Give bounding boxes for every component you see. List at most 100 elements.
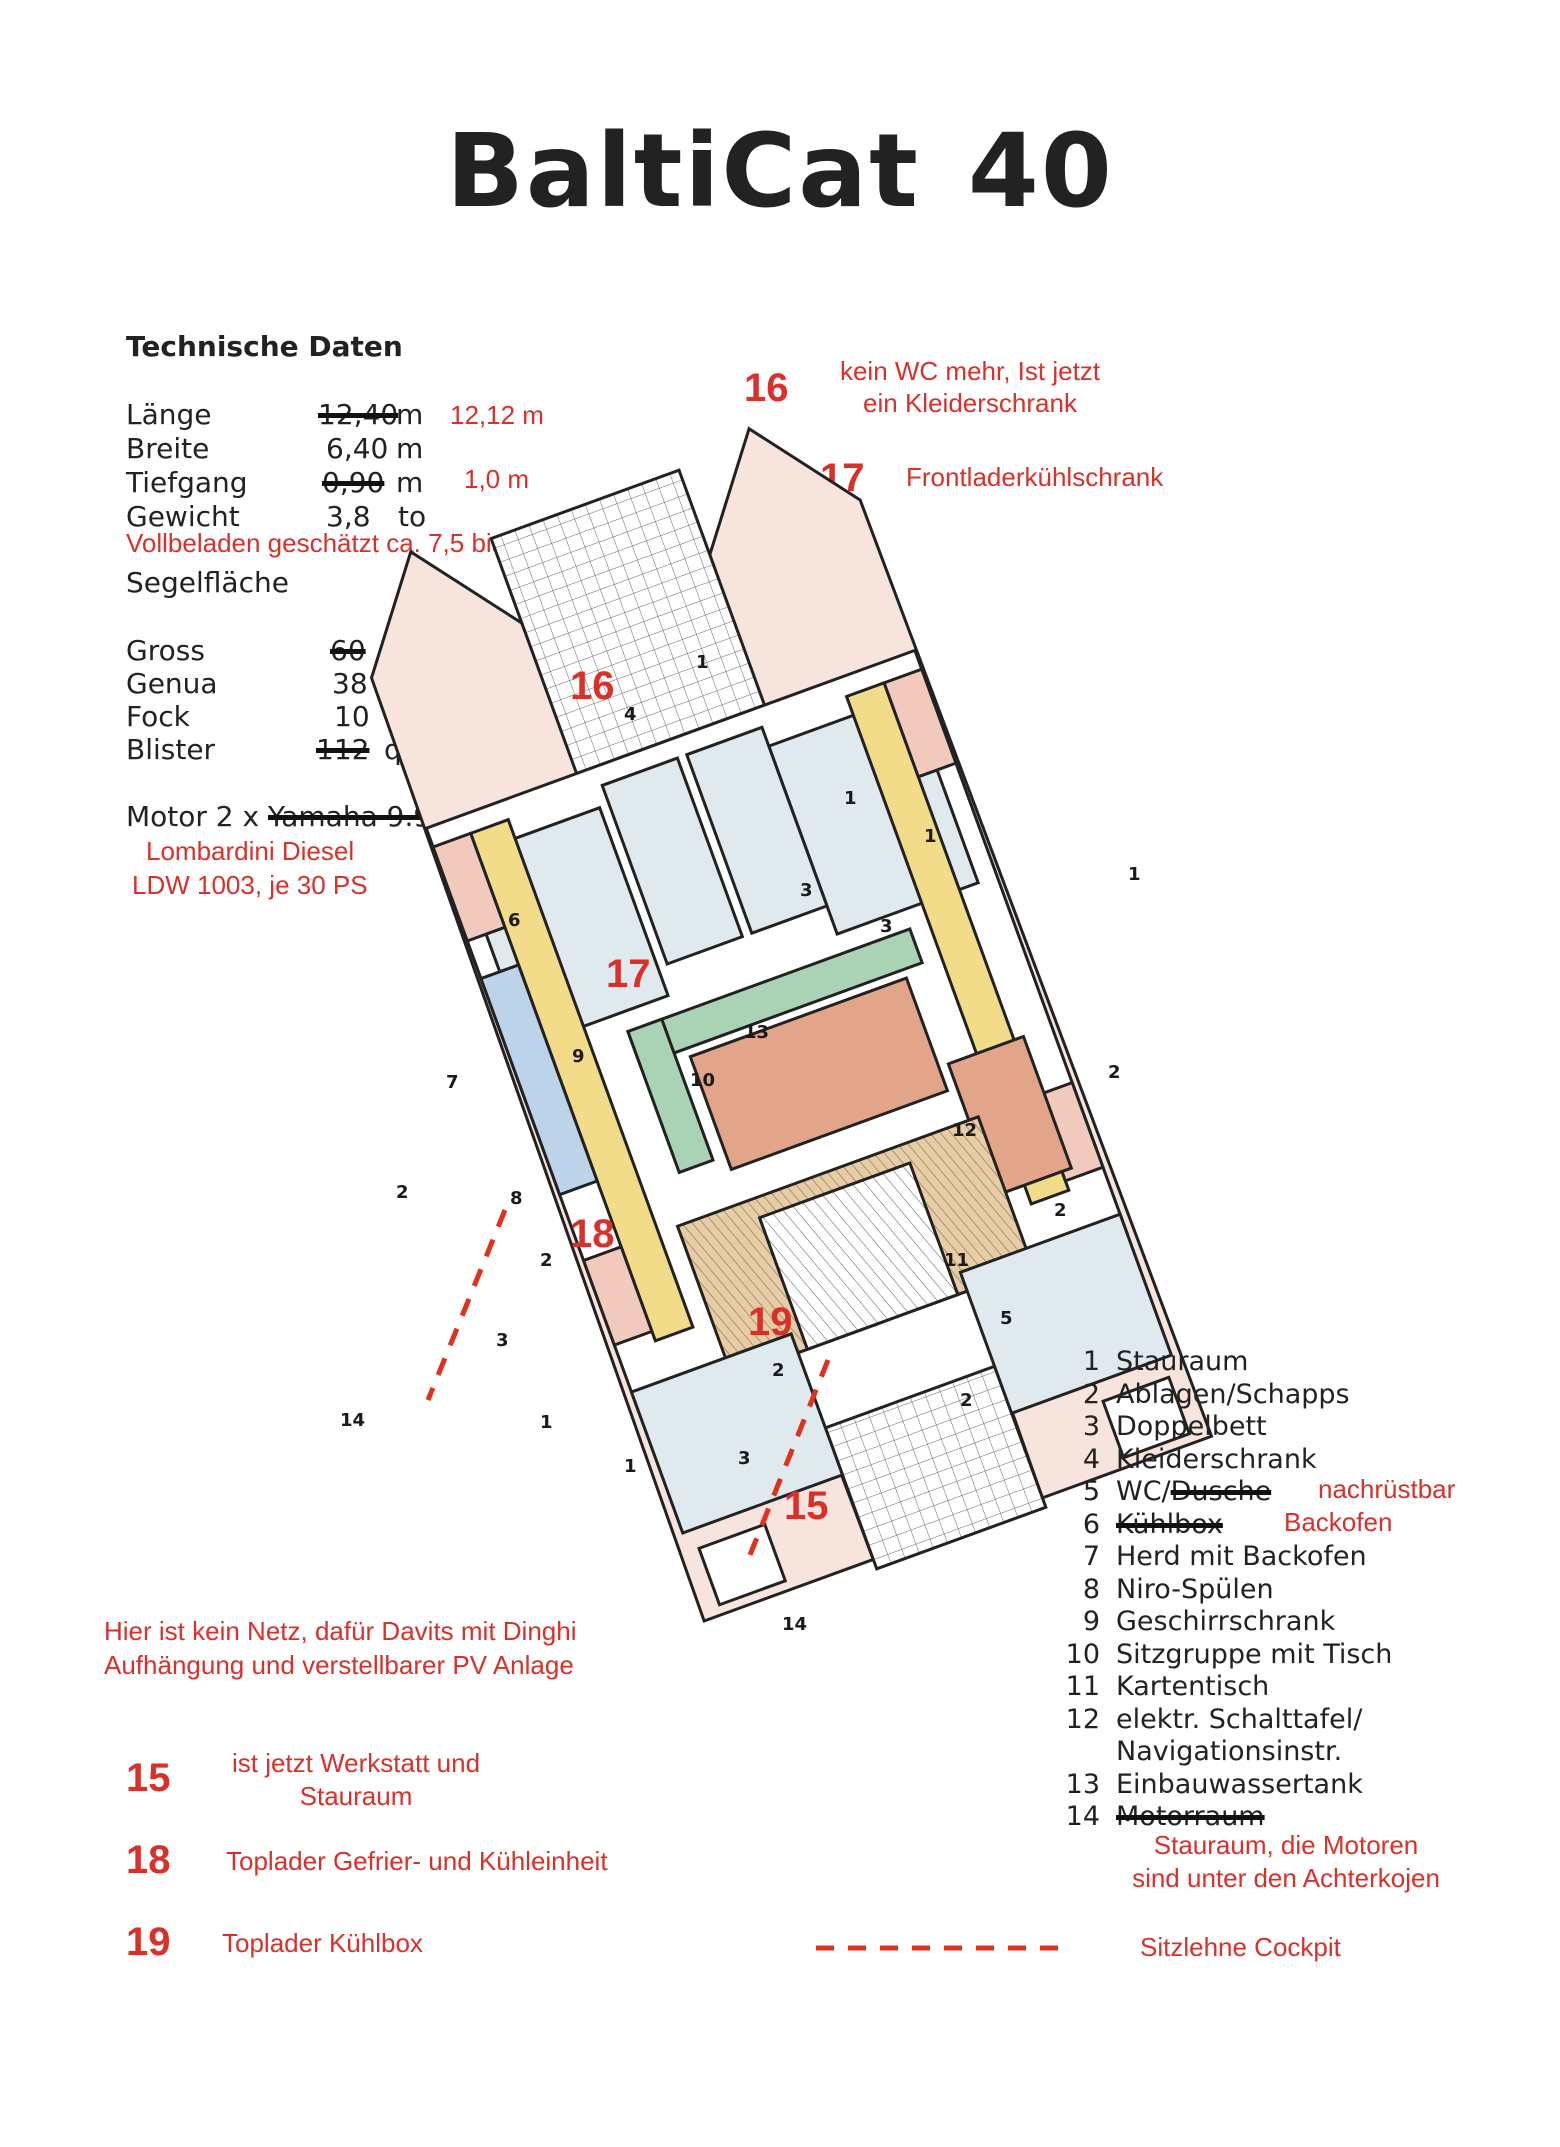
plan-num-2a: 2 xyxy=(396,1182,409,1203)
sail-label-gross: Gross xyxy=(126,634,205,667)
cockpit-backrest-dashes xyxy=(425,1209,831,1561)
plan-num-3a: 3 xyxy=(800,880,813,901)
legend-item-5-note: nachrüstbar xyxy=(1318,1474,1456,1504)
plan-num-1d: 1 xyxy=(624,1456,637,1477)
plan-num-2e: 2 xyxy=(960,1390,973,1411)
plan-label-18: 18 xyxy=(570,1212,615,1256)
plan-num-5: 5 xyxy=(1000,1308,1013,1329)
legend-item-6-note: Backofen xyxy=(1284,1507,1393,1537)
spec-new-tiefgang: 1,0 m xyxy=(464,464,530,494)
legend-item-12-cont: Navigationsinstr. xyxy=(1116,1736,1343,1767)
note-19-number: 19 xyxy=(126,1920,171,1964)
davits-note-line1: Hier ist kein Netz, dafür Davits mit Din… xyxy=(104,1616,577,1646)
plan-num-8: 8 xyxy=(510,1188,523,1209)
note-16-line1: kein WC mehr, Ist jetzt xyxy=(839,356,1101,386)
spec-label-tiefgang: Tiefgang xyxy=(126,466,248,499)
plan-num-1c: 1 xyxy=(540,1412,553,1433)
title-word-40: 40 xyxy=(967,112,1114,231)
spec-new-laenge: 12,12 m xyxy=(450,400,544,430)
legend-14-note-line2: sind unter den Achterkojen xyxy=(1132,1863,1440,1893)
segelflaeche-heading: Segelfläche xyxy=(126,566,289,599)
motor-new-line1: Lombardini Diesel xyxy=(146,836,355,866)
spec-value-gewicht: 3,8 xyxy=(326,500,371,533)
legend-14-note-line1: Stauraum, die Motoren xyxy=(1153,1830,1419,1860)
spec-unit-breite: m xyxy=(396,432,424,465)
note-15-line1: ist jetzt Werkstatt und xyxy=(231,1748,481,1778)
spec-label-breite: Breite xyxy=(126,432,210,465)
plan-num-7: 7 xyxy=(446,1072,459,1093)
title-word-balticat: BaltiCat xyxy=(446,112,920,231)
plan-num-4: 4 xyxy=(624,704,637,725)
plan-num-3b: 3 xyxy=(880,916,893,937)
plan-num-13: 13 xyxy=(744,1022,770,1043)
plan-label-17: 17 xyxy=(606,952,651,996)
plan-label-16: 16 xyxy=(570,664,615,708)
aft-net xyxy=(823,1364,1048,1571)
note-17-line1: Frontladerkühlschrank xyxy=(906,462,1164,492)
vollbeladen-note: Vollbeladen geschätzt ca. 7,5 bis 8 to xyxy=(126,528,556,558)
note-16-number: 16 xyxy=(744,366,789,410)
spec-label-laenge: Länge xyxy=(126,398,212,431)
note-18-line1: Toplader Gefrier- und Kühleinheit xyxy=(226,1846,608,1876)
spec-unit-gewicht: to xyxy=(398,500,427,533)
note-16-line2: ein Kleiderschrank xyxy=(863,388,1077,418)
spec-unit-laenge: m xyxy=(396,398,424,431)
spec-unit-tiefgang: m xyxy=(396,466,424,499)
plan-num-2f: 2 xyxy=(1108,1062,1121,1083)
plan-num-14b: 14 xyxy=(782,1614,808,1635)
sail-value-fock: 10 xyxy=(334,700,370,733)
catamaran-hull-group xyxy=(369,426,1214,1623)
plan-num-2d: 2 xyxy=(1054,1200,1067,1221)
plan-num-3c: 3 xyxy=(496,1330,509,1351)
plan-num-1b: 1 xyxy=(924,826,937,847)
plan-label-15: 15 xyxy=(784,1484,829,1528)
sail-old-gross: 60 xyxy=(330,634,366,667)
plan-num-11: 11 xyxy=(944,1250,970,1271)
sail-value-genua: 38 xyxy=(332,667,368,700)
note-19-line1: Toplader Kühlbox xyxy=(222,1928,423,1958)
sail-label-fock: Fock xyxy=(126,700,190,733)
plan-label-19: 19 xyxy=(748,1300,793,1344)
note-18-number: 18 xyxy=(126,1838,171,1882)
plan-num-1a: 1 xyxy=(844,788,857,809)
note-15-line2: Stauraum xyxy=(299,1781,413,1811)
plan-num-2c: 2 xyxy=(772,1360,785,1381)
plan-num-12: 12 xyxy=(952,1120,978,1141)
plan-num-14a: 14 xyxy=(340,1410,366,1431)
plan-num-9: 9 xyxy=(572,1046,585,1067)
plan-num-3d: 3 xyxy=(738,1448,751,1469)
dash-legend-label: Sitzlehne Cockpit xyxy=(1140,1932,1341,1962)
plan-num-1f: 1 xyxy=(696,652,709,673)
spec-label-gewicht: Gewicht xyxy=(126,500,240,533)
davits-note-line2: Aufhängung und verstellbarer PV Anlage xyxy=(104,1650,574,1680)
plan-num-10: 10 xyxy=(690,1070,716,1091)
plan-num-2b: 2 xyxy=(540,1250,553,1271)
sail-old-blister: 112 xyxy=(316,733,370,766)
plan-num-1e: 1 xyxy=(1128,864,1141,885)
page-title: BaltiCat 40 xyxy=(0,112,1560,231)
sail-label-blister: Blister xyxy=(126,733,216,766)
motor-prefix: Motor 2 x xyxy=(126,800,260,833)
motor-new-line2: LDW 1003, je 30 PS xyxy=(132,870,368,900)
note-15-number: 15 xyxy=(126,1756,171,1800)
spec-old-tiefgang: 0,90 xyxy=(322,466,385,499)
spec-old-laenge: 12,40 xyxy=(318,398,399,431)
plan-num-6: 6 xyxy=(508,910,521,931)
spec-value-breite: 6,40 xyxy=(326,432,389,465)
sail-label-genua: Genua xyxy=(126,667,218,700)
